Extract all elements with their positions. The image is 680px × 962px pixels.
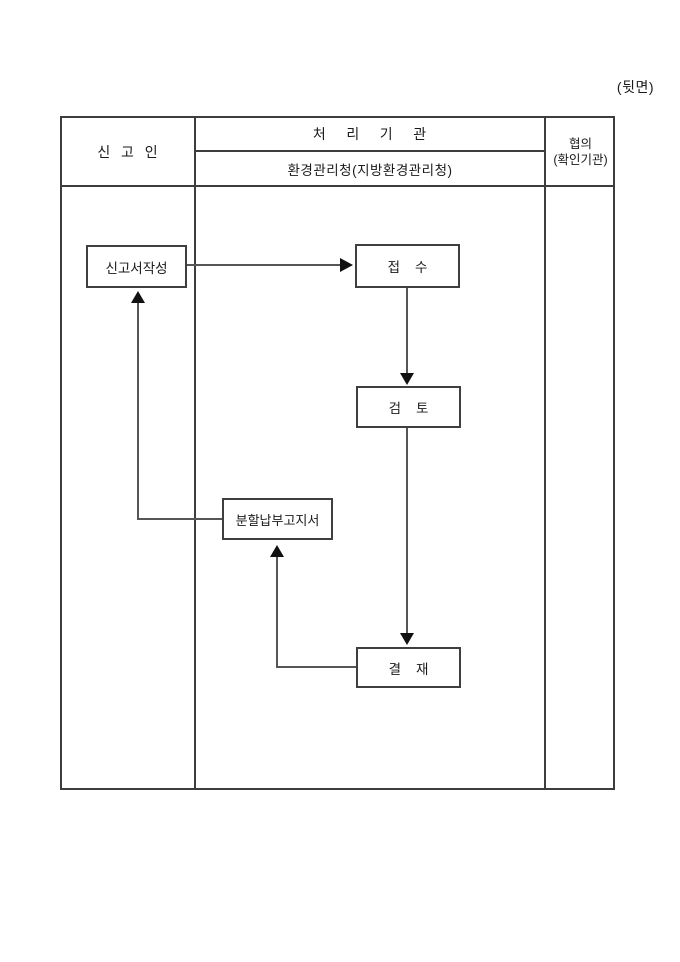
- connector-receipt-to-review: [406, 288, 408, 374]
- agency-header-divider: [196, 150, 544, 152]
- swimlane-table: 신 고 인 처 리 기 관 환경관리청(지방환경관리청) 협의 (확인기관): [60, 116, 615, 790]
- connector-report-to-receipt: [187, 264, 341, 266]
- arrowhead-up-icon: [131, 291, 145, 303]
- arrowhead-up-icon: [270, 545, 284, 557]
- flow-box-receipt: 접 수: [355, 244, 460, 288]
- processing-agency-subheader: 환경관리청(지방환경관리청): [287, 162, 453, 178]
- applicant-column-header: 신 고 인: [97, 143, 159, 160]
- arrowhead-down-icon: [400, 633, 414, 645]
- consultation-header-line1: 협의: [568, 136, 592, 151]
- connector-review-to-approval: [406, 428, 408, 634]
- arrowhead-down-icon: [400, 373, 414, 385]
- column-divider-applicant-agency: [194, 118, 196, 788]
- connector-installment-to-report-horizontal: [138, 518, 222, 520]
- connector-installment-to-report-vertical: [137, 303, 139, 520]
- connector-approval-to-installment-vertical: [276, 557, 278, 668]
- flow-box-approval: 결 재: [356, 647, 461, 688]
- consultation-header-line2: (확인기관): [553, 152, 608, 167]
- flow-box-report-writing: 신고서작성: [86, 245, 187, 288]
- connector-approval-to-installment-horizontal: [277, 666, 356, 668]
- consultation-column-header: 협의 (확인기관): [546, 118, 615, 185]
- processing-agency-column-header: 처 리 기 관: [312, 126, 428, 142]
- column-divider-agency-consultation: [544, 118, 546, 788]
- back-side-label: (뒷면): [616, 79, 654, 95]
- arrowhead-right-icon: [340, 258, 353, 272]
- flow-box-installment-notice: 분할납부고지서: [222, 498, 333, 540]
- flow-box-review: 검 토: [356, 386, 461, 428]
- header-bottom-border: [62, 185, 613, 187]
